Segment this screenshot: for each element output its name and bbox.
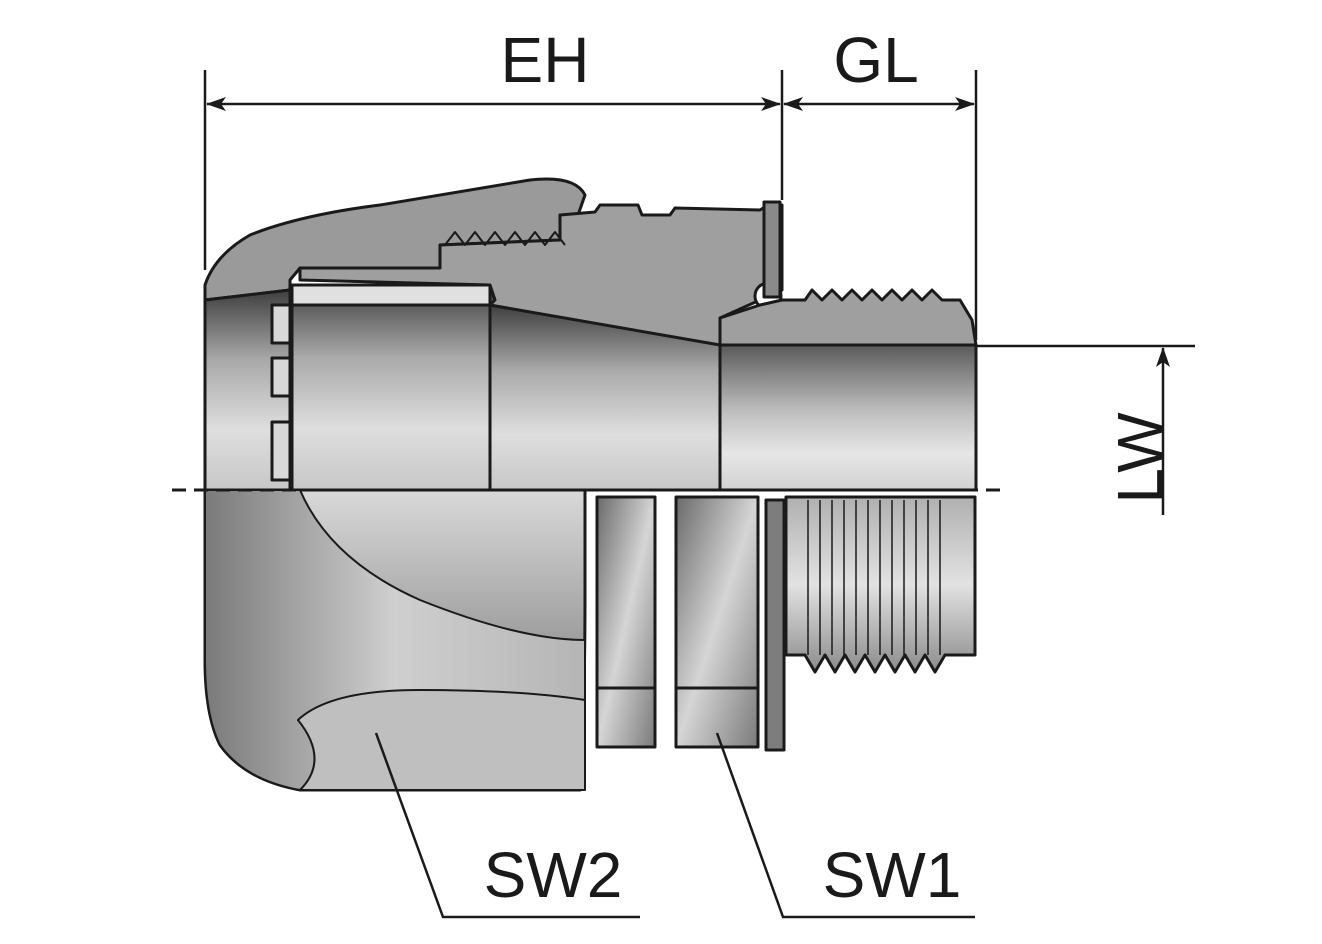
clamp-insert [290, 283, 497, 492]
hex-nut-segment [674, 495, 760, 749]
flange-washer [762, 200, 782, 299]
thread-grooves [807, 500, 941, 655]
clamp-insert-lip [290, 283, 492, 307]
lower-external-view [203, 488, 977, 792]
seal-rib [270, 303, 292, 345]
sw1-label: SW1 [823, 839, 962, 911]
cap-internal-thread [444, 231, 566, 246]
flange-washer-lower [764, 498, 786, 752]
hex-nut-segment [595, 495, 657, 749]
sw2-label: SW2 [484, 839, 623, 911]
sw2-leader-line [374, 732, 640, 919]
seal-rib [270, 420, 292, 482]
sw1-leader-line [715, 732, 975, 919]
gl-label: GL [833, 24, 918, 96]
cap-outer-shell [203, 177, 587, 492]
cap-lower-cone [297, 689, 586, 791]
lw-label: LW [1104, 412, 1176, 504]
dimension-lines [203, 70, 1195, 919]
seal-rib [270, 356, 292, 398]
eh-label: EH [501, 24, 590, 96]
upper-section-view [203, 177, 978, 492]
through-bore [718, 343, 978, 492]
